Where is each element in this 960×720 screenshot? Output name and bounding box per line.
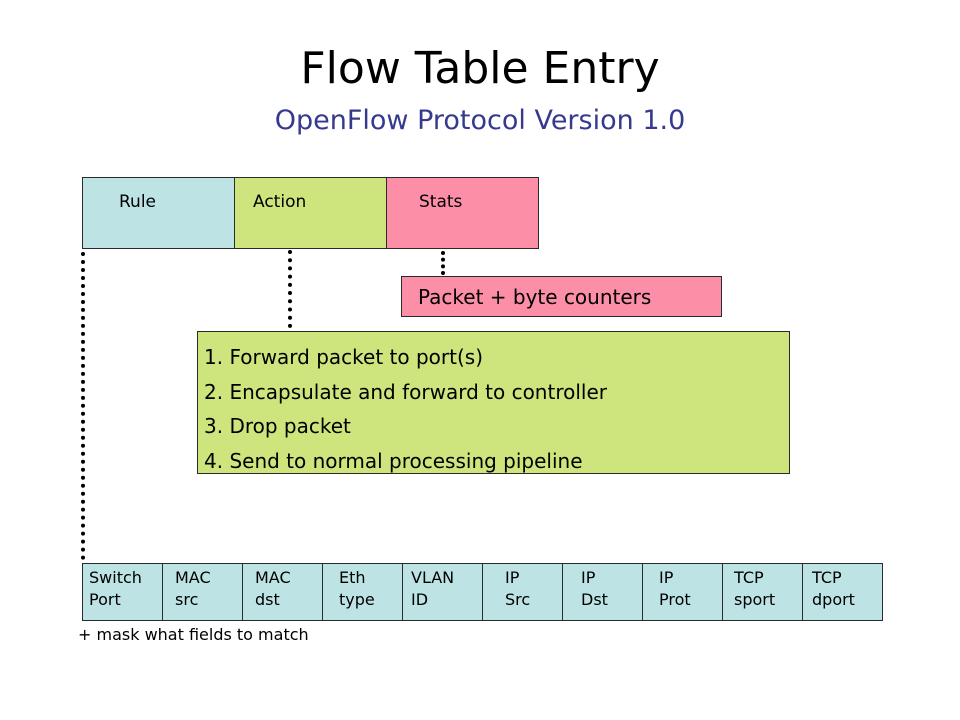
field-mac-src: MAC src xyxy=(162,563,243,621)
field-ip-dst: IP Dst xyxy=(562,563,643,621)
field-label: src xyxy=(175,590,199,609)
field-label: TCP xyxy=(812,568,842,587)
field-label: dst xyxy=(255,590,280,609)
action-detail-box: 1. Forward packet to port(s) 2. Encapsul… xyxy=(197,331,790,474)
action-item: 2. Encapsulate and forward to controller xyxy=(204,379,607,404)
field-label: TCP xyxy=(734,568,764,587)
stats-connector xyxy=(441,251,445,275)
field-label: MAC xyxy=(255,568,291,587)
field-tcp-dport: TCP dport xyxy=(802,563,883,621)
field-label: IP xyxy=(505,568,520,587)
field-label: IP xyxy=(581,568,596,587)
action-connector xyxy=(288,250,292,328)
field-eth-type: Eth type xyxy=(322,563,403,621)
field-label: Eth xyxy=(339,568,366,587)
field-ip-src: IP Src xyxy=(482,563,563,621)
rule-block: Rule xyxy=(82,177,235,249)
field-vlan-id: VLAN ID xyxy=(402,563,483,621)
rule-connector xyxy=(81,252,85,560)
rule-label: Rule xyxy=(119,192,157,212)
field-label: Switch xyxy=(89,568,142,587)
field-tcp-sport: TCP sport xyxy=(722,563,803,621)
field-label: Prot xyxy=(659,590,691,609)
field-label: dport xyxy=(812,590,855,609)
field-label: MAC xyxy=(175,568,211,587)
page-subtitle: OpenFlow Protocol Version 1.0 xyxy=(274,105,686,136)
field-mac-dst: MAC dst xyxy=(242,563,323,621)
stats-label: Stats xyxy=(419,192,463,212)
action-label: Action xyxy=(253,192,307,212)
mask-note: + mask what fields to match xyxy=(78,625,309,644)
field-label: VLAN xyxy=(411,568,455,587)
stats-block: Stats xyxy=(386,177,539,249)
field-label: Src xyxy=(505,590,531,609)
field-switch-port: Switch Port xyxy=(82,563,163,621)
field-label: IP xyxy=(659,568,674,587)
field-label: sport xyxy=(734,590,776,609)
stats-detail-box: Packet + byte counters xyxy=(401,276,722,317)
action-item: 4. Send to normal processing pipeline xyxy=(204,448,583,473)
action-item: 1. Forward packet to port(s) xyxy=(204,345,484,369)
field-ip-prot: IP Prot xyxy=(642,563,723,621)
field-label: Dst xyxy=(581,590,608,609)
action-item: 3. Drop packet xyxy=(204,414,351,438)
action-block: Action xyxy=(234,177,387,249)
field-label: Port xyxy=(89,590,121,609)
page-title: Flow Table Entry xyxy=(300,43,660,94)
field-label: ID xyxy=(411,590,429,609)
field-label: type xyxy=(339,590,375,609)
